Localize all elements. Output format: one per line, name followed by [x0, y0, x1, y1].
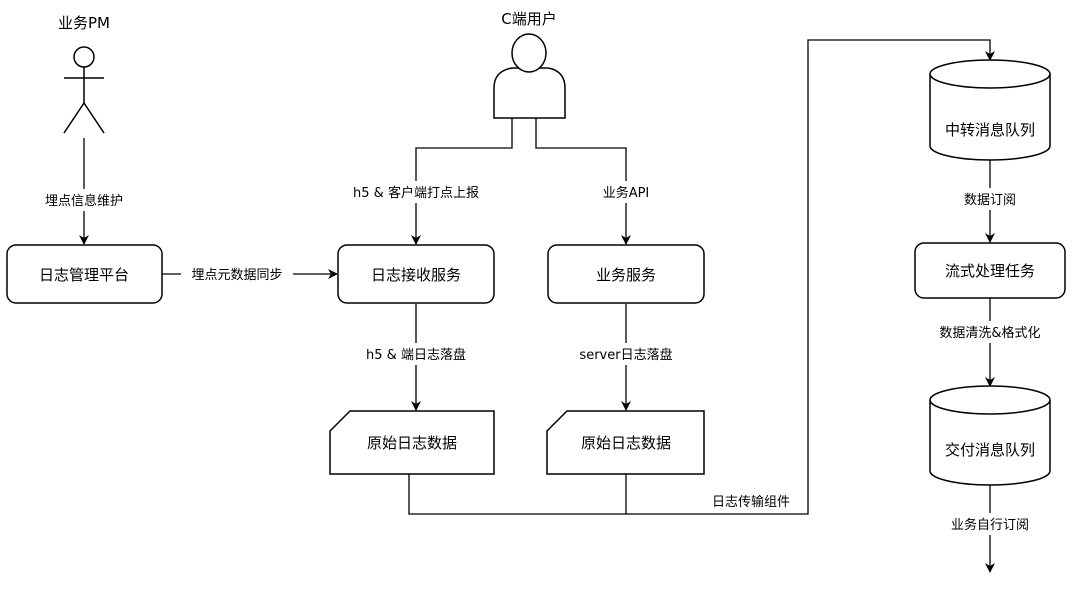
edge-label-tracking-info: 埋点信息维护: [45, 193, 123, 209]
edge-label-h5-client-report: h5 & 客户端打点上报: [353, 185, 479, 201]
c-user-label: C端用户: [501, 10, 556, 28]
raw-log-data-node-1: [329, 410, 495, 475]
edge-label-metadata-sync: 埋点元数据同步: [191, 268, 282, 283]
relay-queue-node: [929, 59, 1051, 161]
delivery-queue-node: [929, 385, 1051, 486]
log-platform-node: [6, 244, 163, 304]
c-user-icon: [493, 33, 566, 119]
raw-log-data-label-2: 原始日志数据: [581, 434, 671, 452]
edge-label-server-log-persist: server日志落盘: [579, 347, 672, 363]
edge-label-self-subscribe: 业务自行订阅: [951, 517, 1029, 533]
raw-log-data-label-1: 原始日志数据: [367, 434, 457, 452]
edge-label-data-subscribe: 数据订阅: [964, 193, 1016, 208]
raw-log-data-node-2: [546, 410, 705, 475]
business-pm-actor: [63, 46, 105, 134]
edge-raw1-to-relay-queue: [408, 39, 995, 515]
log-receive-service-label: 日志接收服务: [371, 266, 461, 284]
relay-queue-label: 中转消息队列: [945, 121, 1035, 139]
edge-label-h5-log-persist: h5 & 端日志落盘: [366, 347, 466, 363]
log-receive-service-node: [337, 244, 495, 304]
business-service-label: 业务服务: [596, 266, 656, 284]
log-platform-label: 日志管理平台: [39, 266, 129, 284]
business-pm-label: 业务PM: [58, 14, 110, 32]
delivery-queue-label: 交付消息队列: [945, 441, 1035, 459]
edge-label-business-api: 业务API: [603, 185, 650, 201]
stream-task-node: [914, 242, 1066, 299]
business-service-node: [547, 244, 705, 304]
stream-task-label: 流式处理任务: [945, 262, 1035, 280]
edge-label-clean-format: 数据清洗&格式化: [939, 325, 1040, 341]
edge-label-log-transport: 日志传输组件: [712, 494, 790, 510]
